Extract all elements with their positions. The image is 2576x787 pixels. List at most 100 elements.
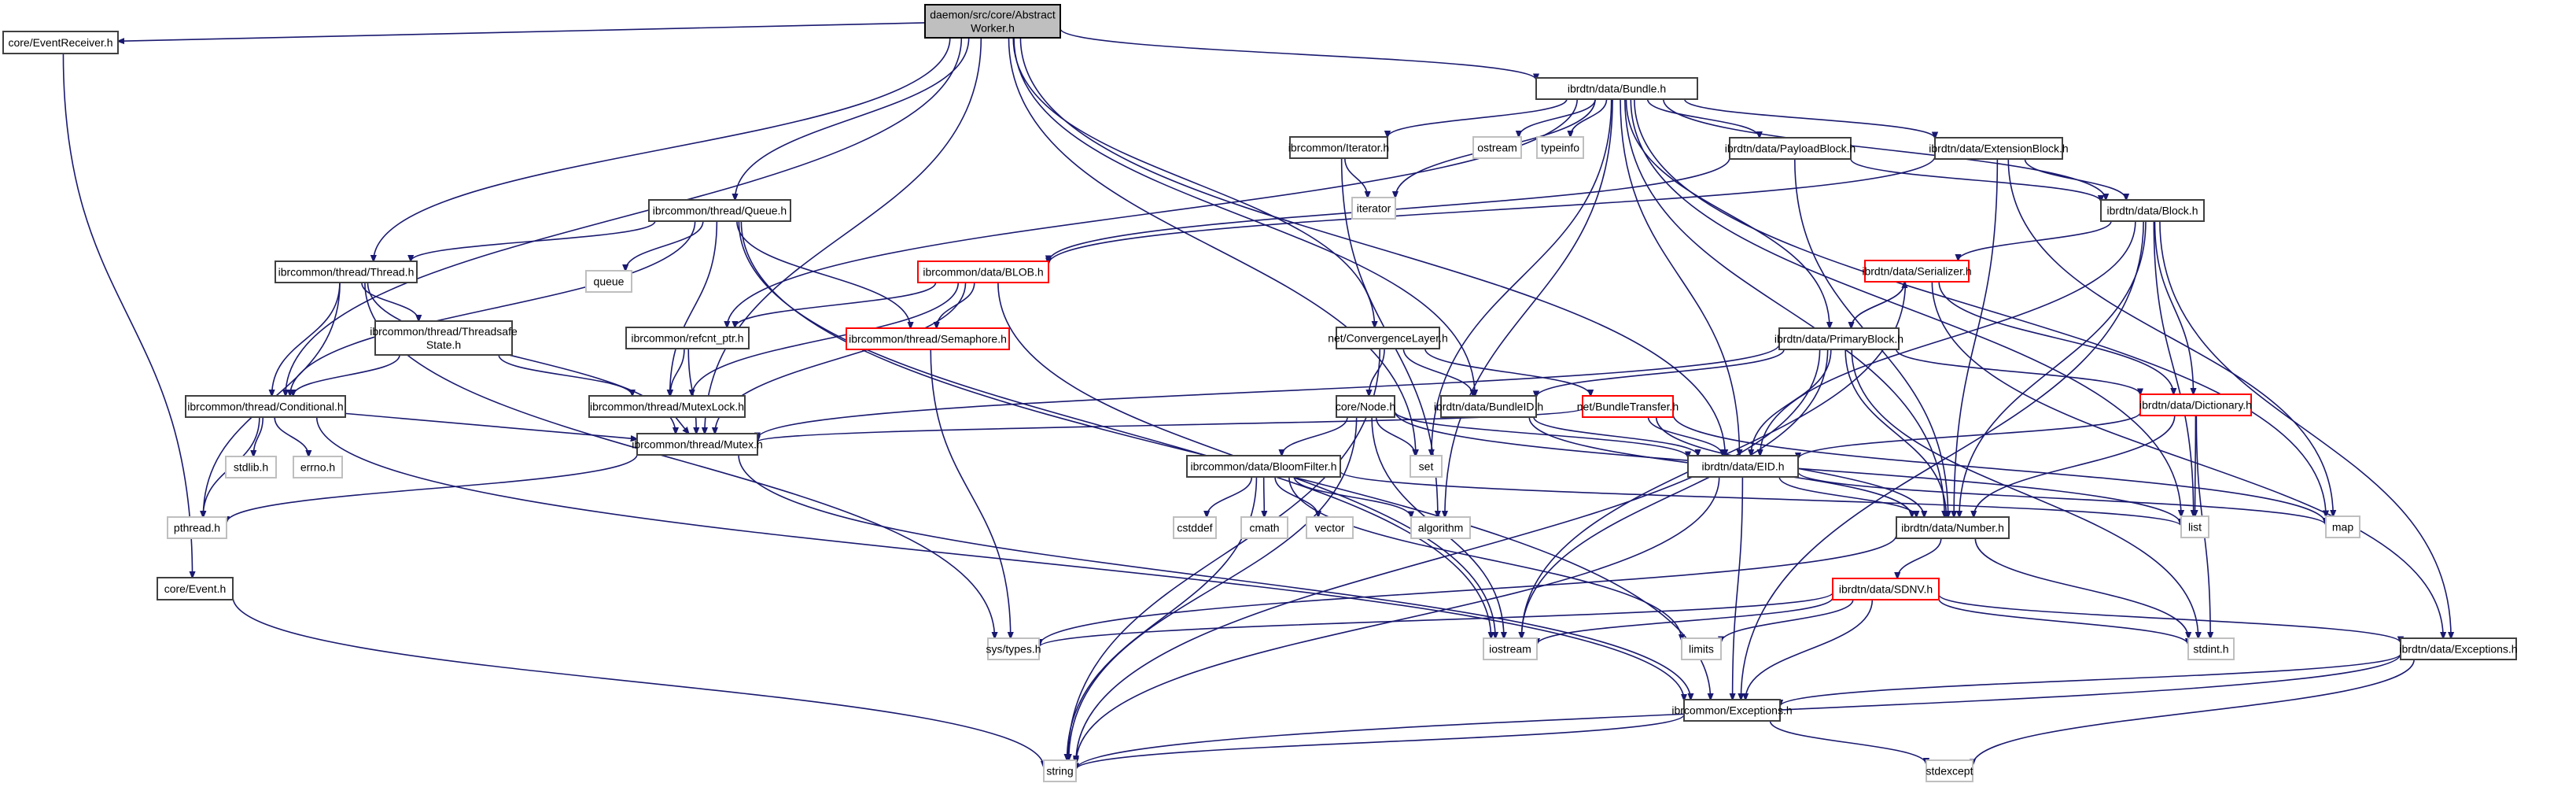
edge-block-to-dictionary [2154,220,2194,394]
edge-sdnv-to-iostream [1537,597,1833,645]
node-stdexcept: stdexcept [1926,759,1973,782]
node-box [1410,516,1471,539]
edge-evrecv-to-event [62,53,192,578]
node-box [924,4,1061,39]
edge-queue-to-mutexlock [670,220,718,396]
node-node[interactable]: core/Node.h [1336,395,1395,418]
node-box [917,260,1049,283]
edge-dictionary-to-eid [1798,412,2141,459]
node-label: net/ConvergenceLayer.h [1328,332,1448,345]
edge-cond-to-mutex [345,412,637,438]
node-dictionary[interactable]: ibrdtn/data/Dictionary.h [2139,394,2252,416]
node-label: vector [1314,522,1344,534]
node-box [1336,327,1440,349]
node-blob[interactable]: ibrcommon/data/BLOB.h [917,260,1049,283]
node-label: algorithm [1418,522,1464,534]
node-sema[interactable]: ibrcommon/thread/Semaphore.h [846,327,1010,350]
edge-queue-to-iostream [738,220,1491,638]
edge-layer [62,22,2451,770]
node-block[interactable]: ibrdtn/data/Block.h [2100,199,2205,222]
edge-sdnv-to-limits [1721,599,1854,642]
edge-aw-to-eid [1019,37,1725,456]
edge-sdnv-to-dexc [1938,594,2401,643]
node-label: ibrdtn/data/PrimaryBlock.h [1774,333,1903,345]
edge-node-to-eid [1394,411,1688,457]
node-refcnt[interactable]: ibrcommon/refcnt_ptr.h [625,327,750,349]
node-label: ibrdtn/data/Block.h [2107,205,2198,217]
node-label: set [1419,460,1434,473]
edge-queue-to-queue_std [625,220,704,271]
node-label: ibrdtn/data/BundleID.h [1434,401,1543,413]
edge-bundleid-to-eid [1533,416,1698,456]
node-box [1535,77,1698,100]
node-bundle[interactable]: ibrdtn/data/Bundle.h [1535,77,1698,100]
node-bloom[interactable]: ibrcommon/data/BloomFilter.h [1186,455,1341,478]
node-payload[interactable]: ibrdtn/data/PayloadBlock.h [1725,137,1856,160]
node-box [1832,578,1940,600]
node-label: queue [594,275,625,288]
node-box [2400,637,2517,660]
edge-btransfer-to-map [1672,414,2326,524]
edge-queue-to-cond [290,220,696,396]
node-box [1173,516,1217,539]
edge-aw-to-queue [735,37,970,200]
node-label: typeinfo [1541,142,1579,154]
node-cond[interactable]: ibrcommon/thread/Conditional.h [185,395,346,418]
edge-sema-to-systypes [930,349,1011,638]
node-box [1240,516,1288,539]
node-box [1536,136,1584,159]
node-iter_h[interactable]: ibrcommon/Iterator.h [1288,136,1389,159]
node-evrecv[interactable]: core/EventReceiver.h [2,31,119,54]
edge-number-to-stdint [1974,538,2188,638]
edge-bundle-to-set [1432,98,1612,456]
node-iterator: iterator [1351,197,1396,220]
edge-eid-to-number [1778,476,1916,517]
edge-event-to-string [232,597,1044,767]
node-extblock[interactable]: ibrdtn/data/ExtensionBlock.h [1929,137,2069,160]
node-btransfer[interactable]: net/BundleTransfer.h [1577,395,1679,418]
node-box [157,577,234,600]
node-box [275,260,418,283]
edge-queue-to-sema [736,220,911,328]
node-eid[interactable]: ibrdtn/data/EID.h [1687,455,1799,478]
node-label: stdexcept [1926,765,1973,778]
node-mutex[interactable]: ibrcommon/thread/Mutex.h [632,433,763,456]
node-convlayer[interactable]: net/ConvergenceLayer.h [1328,327,1448,349]
edge-serializer-to-dictionary [1938,281,2173,394]
node-box [588,395,746,418]
node-systypes: sys/types.h [986,637,1041,660]
node-map: map [2325,515,2360,538]
edge-aw-to-bundle [1060,28,1536,79]
node-thread[interactable]: ibrcommon/thread/Thread.h [275,260,418,283]
node-limits: limits [1681,637,1722,660]
node-queue[interactable]: ibrcommon/thread/Queue.h [648,199,791,222]
node-mutexlock[interactable]: ibrcommon/thread/MutexLock.h [588,395,746,418]
edge-cexc-to-stdexcept [1769,720,1926,764]
node-event[interactable]: core/Event.h [157,577,234,600]
node-sdnv[interactable]: ibrdtn/data/SDNV.h [1832,578,1940,600]
edge-dexc-to-stdexcept [1973,659,2415,765]
node-serializer[interactable]: ibrdtn/data/Serializer.h [1862,260,1972,283]
node-bundleid[interactable]: ibrdtn/data/BundleID.h [1434,395,1543,418]
node-label: ibrcommon/thread/Conditional.h [187,401,343,413]
edge-bloom-to-cmath [1264,476,1265,517]
node-box [1896,516,2010,539]
node-primary[interactable]: ibrdtn/data/PrimaryBlock.h [1774,327,1903,350]
edge-payload-to-block [1850,158,2101,202]
node-label: sys/types.h [986,643,1041,656]
edge-extblock-to-block [2024,158,2126,200]
node-cexc[interactable]: ibrcommon/Exceptions.h [1671,699,1793,722]
edge-bundle-to-payload [1646,98,1760,138]
edge-bundle-to-algorithm [1445,98,1613,517]
node-dexc[interactable]: ibrdtn/data/Exceptions.h [2399,637,2518,660]
node-number[interactable]: ibrdtn/data/Number.h [1896,516,2010,539]
edge-sdnv-to-cexc [1745,599,1874,700]
node-label: cmath [1249,522,1279,534]
node-label: ibrcommon/thread/Semaphore.h [849,333,1007,345]
node-box [225,456,277,478]
node-label: net/BundleTransfer.h [1577,401,1679,413]
